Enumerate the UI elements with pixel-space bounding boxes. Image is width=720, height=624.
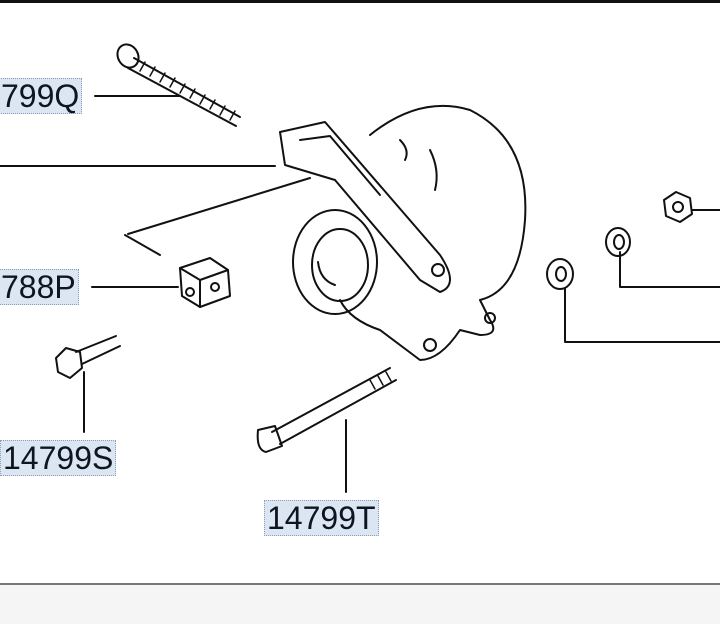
top-border [0, 0, 720, 3]
part-label-799q[interactable]: 799Q [0, 78, 83, 114]
t-bolt-part [256, 367, 397, 453]
part-label-788p[interactable]: 788P [0, 269, 79, 305]
nut-block-part [179, 257, 231, 308]
nut-part [663, 191, 693, 223]
alternator-part [279, 104, 527, 361]
leader-lines [0, 95, 720, 493]
long-bolt-part [116, 43, 241, 127]
part-label-14799s[interactable]: 14799S [0, 440, 117, 476]
short-bolt-part [55, 335, 121, 379]
flat-washer-part [546, 258, 574, 290]
part-label-14799t[interactable]: 14799T [264, 500, 379, 536]
lock-washer-part [605, 227, 631, 257]
parts-diagram [0, 43, 720, 493]
footer-bar [0, 583, 720, 624]
